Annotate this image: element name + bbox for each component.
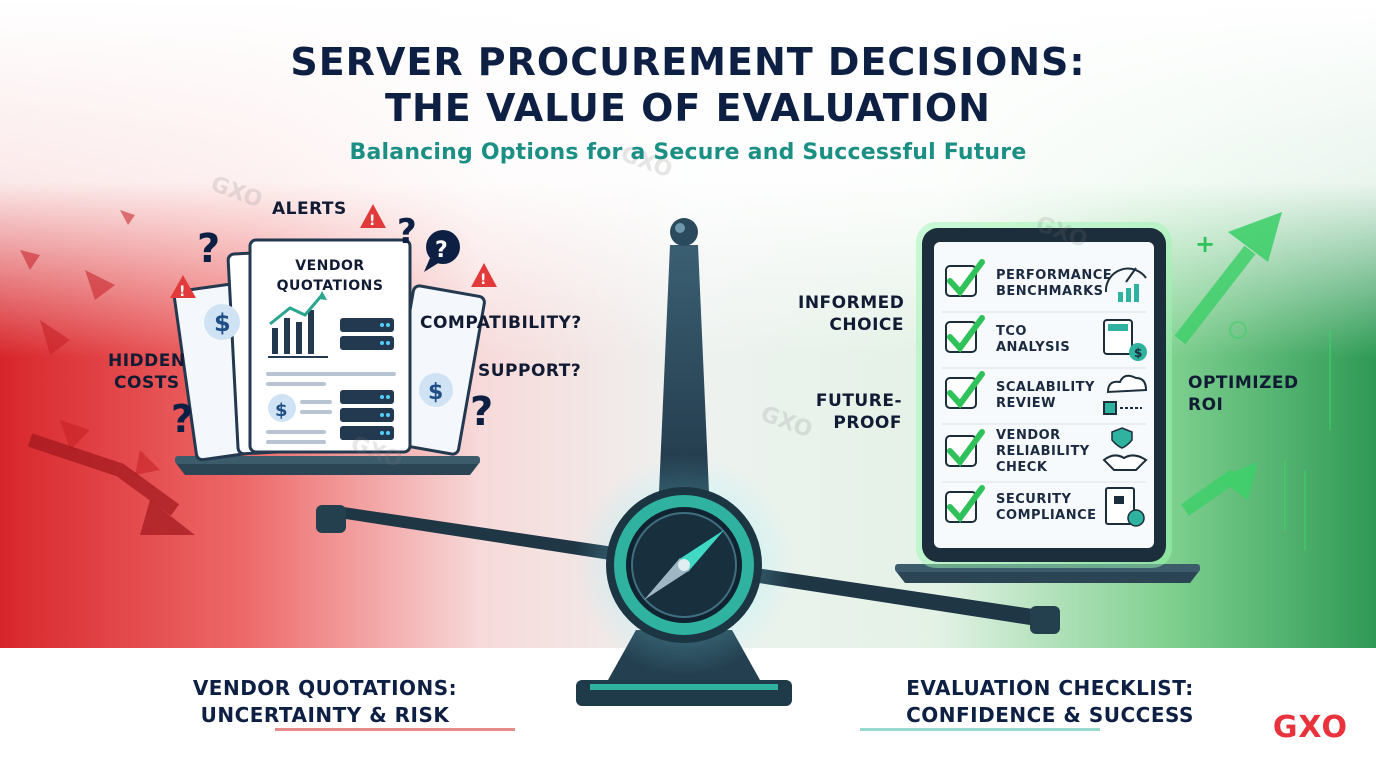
svg-text:$: $ <box>275 400 288 421</box>
label-informed-choice: INFORMED CHOICE <box>798 293 905 335</box>
svg-text:?: ? <box>197 226 220 272</box>
label-alerts: ALERTS <box>272 199 347 219</box>
svg-text:$: $ <box>214 309 231 337</box>
checklist-item-performance: PERFORMANCE BENCHMARKS <box>996 268 1113 299</box>
footer-right-caption: EVALUATION CHECKLIST: CONFIDENCE & SUCCE… <box>906 676 1194 727</box>
label-hidden-costs: HIDDEN COSTS <box>108 351 186 393</box>
label-support: SUPPORT? <box>478 361 582 381</box>
page-subtitle: Balancing Options for a Secure and Succe… <box>349 140 1027 165</box>
svg-text:!: ! <box>480 272 486 288</box>
svg-text:?: ? <box>397 212 417 252</box>
svg-text:?: ? <box>171 397 193 441</box>
checklist-item-security: SECURITY COMPLIANCE <box>996 492 1097 523</box>
svg-text:$: $ <box>1134 346 1142 360</box>
page-title: SERVER PROCUREMENT DECISIONS: <box>290 40 1086 84</box>
label-future-proof: FUTURE- PROOF <box>815 391 902 433</box>
page-title-line2: THE VALUE OF EVALUATION <box>385 86 991 130</box>
checklist-item-vendor-reliability: VENDOR RELIABILITY CHECK <box>996 428 1090 475</box>
checklist-item-scalability: SCALABILITY REVIEW <box>996 380 1095 411</box>
brand-logo: GXO <box>1272 710 1348 745</box>
footer-left-caption: VENDOR QUOTATIONS: UNCERTAINTY & RISK <box>192 676 458 727</box>
vendor-quotations-document-title: VENDOR QUOTATIONS <box>276 258 384 294</box>
svg-text:$: $ <box>428 380 443 405</box>
svg-text:!: ! <box>179 284 185 300</box>
svg-text:!: ! <box>369 213 375 229</box>
svg-text:?: ? <box>435 238 448 263</box>
svg-text:+: + <box>1195 230 1215 258</box>
checklist-item-tco: TCO ANALYSIS <box>996 324 1071 355</box>
label-compatibility: COMPATIBILITY? <box>420 313 582 333</box>
svg-text:?: ? <box>470 389 493 435</box>
label-optimized-roi: OPTIMIZED ROI <box>1188 373 1299 415</box>
